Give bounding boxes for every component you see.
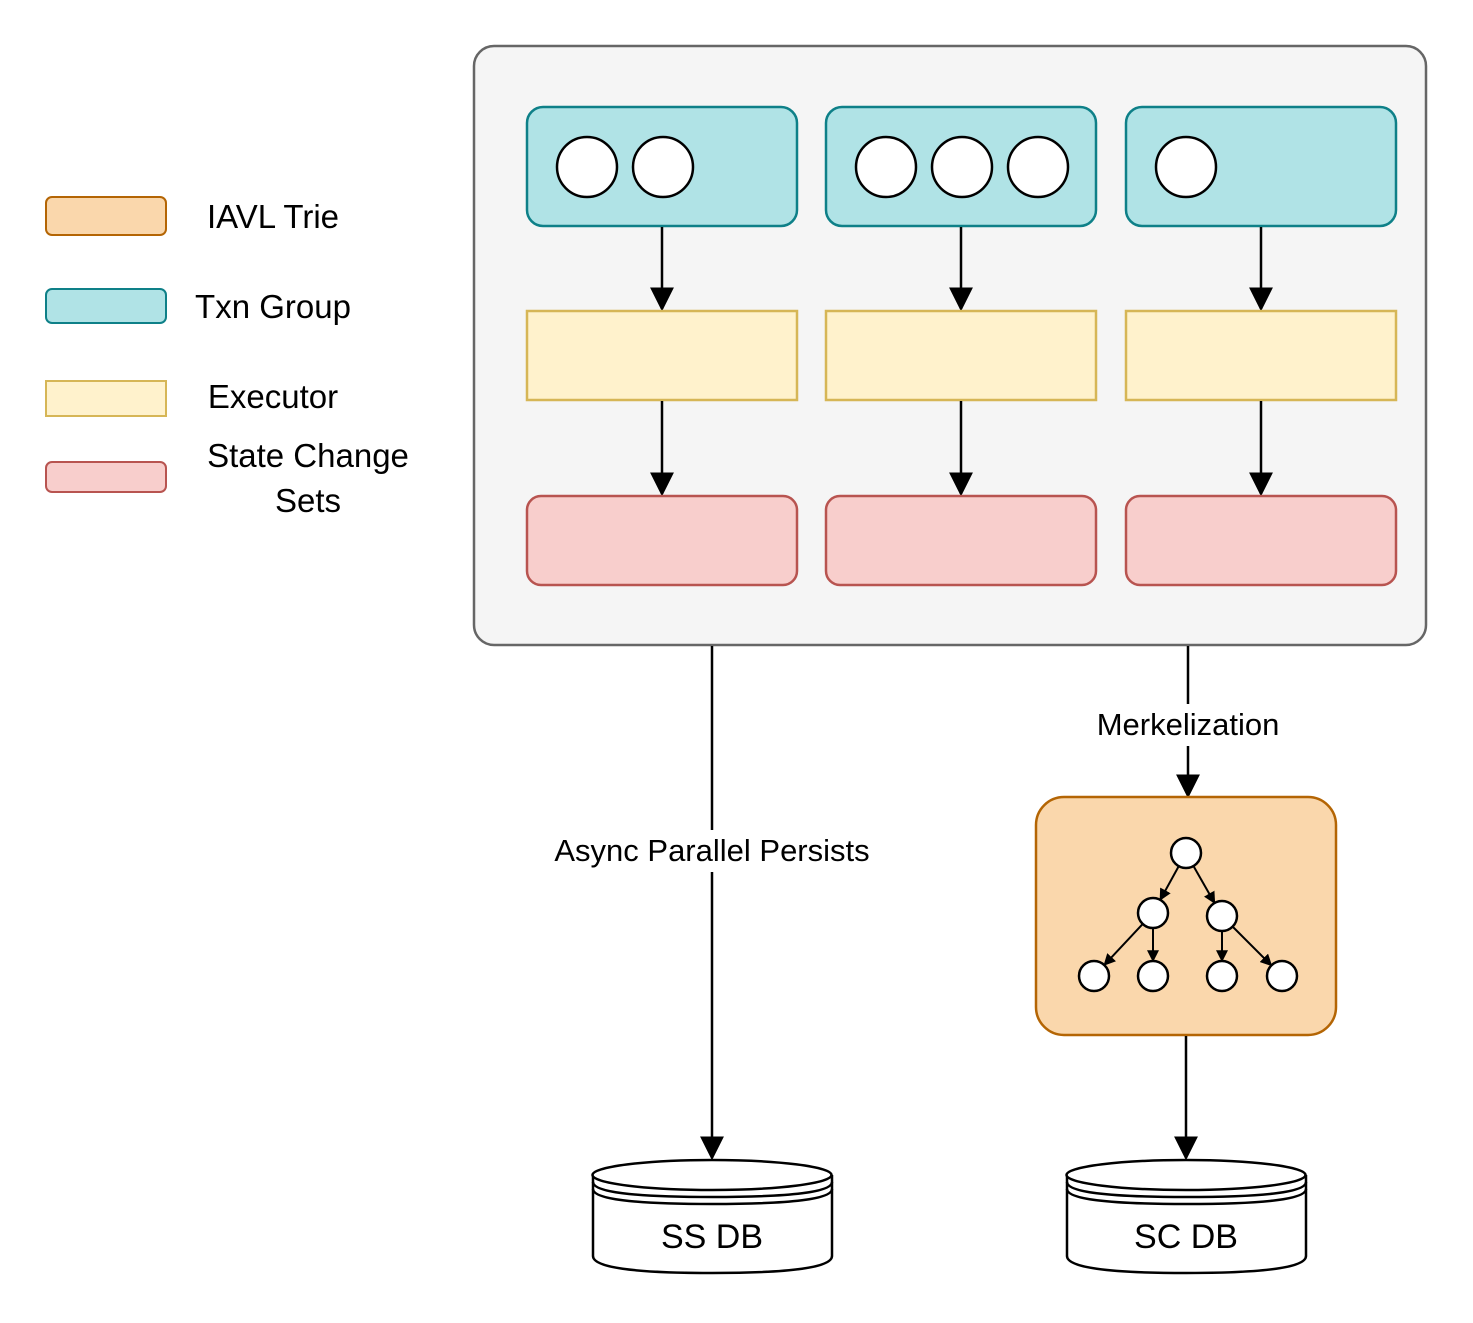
trie-node xyxy=(1205,899,1239,933)
state-change-set-box xyxy=(525,494,799,587)
iavl-trie-box xyxy=(1034,795,1338,1037)
trie-node xyxy=(1169,836,1203,870)
legend-swatch-iavl-trie xyxy=(45,196,167,236)
sc-db-label: SC DB xyxy=(1134,1218,1238,1256)
legend-item-iavl-trie: IAVL Trie xyxy=(45,196,339,236)
sc-db-ring-2 xyxy=(1065,1188,1308,1206)
executor-box xyxy=(1124,309,1398,402)
sc-db-body xyxy=(1065,1175,1308,1275)
merkelization-edge: Merkelization xyxy=(1086,646,1290,799)
trie-edge xyxy=(1103,923,1144,966)
legend-item-state-change-sets: State Change Sets xyxy=(45,437,409,519)
pipeline-column xyxy=(824,105,1098,587)
state-change-set-box xyxy=(1124,494,1398,587)
trie-node xyxy=(1077,959,1111,993)
trie-edge xyxy=(1192,865,1216,905)
iavl-trie-graph xyxy=(1077,836,1299,993)
legend-label-txn-group: Txn Group xyxy=(195,288,351,325)
ss-db-label: SS DB xyxy=(661,1218,763,1256)
merkelization-label-bg xyxy=(1086,704,1290,746)
trie-edge xyxy=(1159,865,1180,901)
txn-circle xyxy=(555,135,619,199)
pipeline-columns xyxy=(525,105,1398,587)
txn-circle xyxy=(854,135,918,199)
merkelization-label: Merkelization xyxy=(1097,707,1280,742)
sc-db-cylinder: SC DB xyxy=(1065,1158,1308,1275)
sc-db-top xyxy=(1065,1158,1307,1192)
ss-db-ring-1 xyxy=(591,1181,834,1199)
ss-db-body xyxy=(591,1175,834,1275)
txn-circle xyxy=(930,135,994,199)
async-label-bg xyxy=(540,830,886,872)
txn-circle xyxy=(1006,135,1070,199)
legend-item-txn-group: Txn Group xyxy=(45,288,351,325)
trie-node xyxy=(1205,959,1239,993)
sc-db-ring-1 xyxy=(1065,1181,1308,1199)
legend-label-state-change-line1: State Change xyxy=(207,437,409,474)
executor-box xyxy=(824,309,1098,402)
async-persist-edge: Async Parallel Persists xyxy=(540,646,886,1161)
legend-item-executor: Executor xyxy=(45,378,338,417)
ss-db-top xyxy=(591,1158,833,1192)
legend-label-iavl-trie: IAVL Trie xyxy=(207,198,339,235)
txn-circle xyxy=(1154,135,1218,199)
executor-box xyxy=(525,309,799,402)
pipeline-column xyxy=(525,105,799,587)
txn-circle xyxy=(631,135,695,199)
trie-node xyxy=(1136,896,1170,930)
trie-edge xyxy=(1231,925,1273,967)
legend-swatch-state-change-sets xyxy=(45,461,167,493)
ss-db-ring-2 xyxy=(591,1188,834,1206)
legend-label-executor: Executor xyxy=(208,378,338,415)
legend: IAVL Trie Txn Group Executor State Chang… xyxy=(45,196,409,519)
legend-swatch-txn-group xyxy=(45,288,167,324)
async-persist-label: Async Parallel Persists xyxy=(554,833,869,868)
legend-label-state-change-line2: Sets xyxy=(275,482,341,519)
pipeline-column xyxy=(1124,105,1398,587)
legend-swatch-executor xyxy=(45,380,167,417)
trie-node xyxy=(1136,959,1170,993)
iavl-trie-container xyxy=(1034,795,1338,1037)
state-change-set-box xyxy=(824,494,1098,587)
ss-db-cylinder: SS DB xyxy=(591,1158,834,1275)
trie-node xyxy=(1265,959,1299,993)
